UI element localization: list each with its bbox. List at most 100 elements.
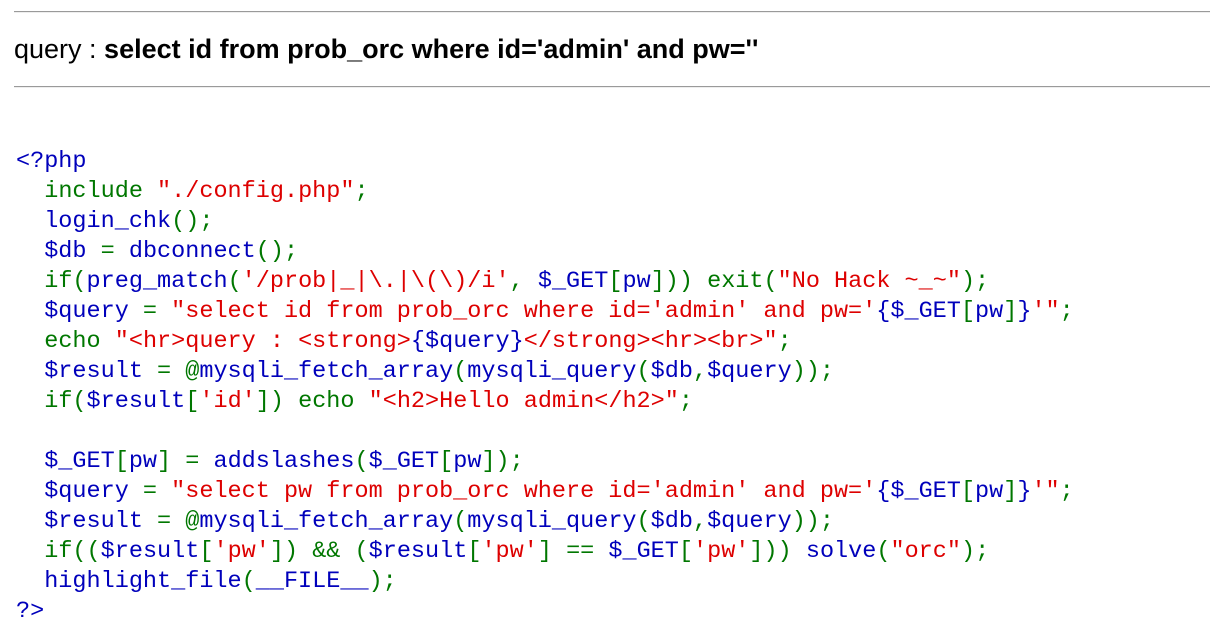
- code-token: );: [368, 568, 397, 595]
- code-token: ,: [692, 508, 708, 535]
- code-token: [16, 268, 44, 295]
- code-token: ])): [749, 538, 806, 565]
- code-token: pw: [975, 478, 1004, 505]
- code-token: <?php: [16, 148, 87, 175]
- code-token: [: [960, 478, 975, 505]
- code-token: $result: [368, 538, 468, 565]
- code-token: pw: [975, 298, 1004, 325]
- code-token: [: [960, 298, 975, 325]
- code-token: login_chk: [16, 208, 172, 235]
- code-token: mysqli_fetch_array: [199, 358, 454, 385]
- code-token: if(: [44, 268, 87, 295]
- code-token: mysqli_fetch_array: [199, 508, 454, 535]
- code-token: "<h2>Hello admin</h2>": [368, 388, 679, 415]
- code-line: if(preg_match('/prob|_|\.|\(\)/i', $_GET…: [16, 267, 1074, 297]
- code-token: ] =: [157, 448, 214, 475]
- code-token: 'pw': [481, 538, 538, 565]
- code-token: [: [439, 448, 454, 475]
- code-line: login_chk();: [16, 207, 1074, 237]
- code-token: ;: [678, 388, 693, 415]
- code-token: "orc": [890, 538, 961, 565]
- code-token: );: [960, 268, 990, 295]
- code-token: =: [142, 478, 172, 505]
- code-token: [: [185, 388, 200, 415]
- code-token: ,: [692, 358, 708, 385]
- code-token: (: [453, 508, 468, 535]
- code-token: $_GET: [16, 448, 115, 475]
- code-line: $result = @mysqli_fetch_array(mysqli_que…: [16, 357, 1074, 387]
- code-token: $db: [650, 358, 693, 385]
- code-token: echo: [44, 328, 115, 355]
- code-token: }: [1017, 298, 1032, 325]
- query-text: select id from prob_orc where id='admin'…: [104, 34, 759, 64]
- query-label: query :: [14, 34, 105, 64]
- code-token: = @: [157, 508, 200, 535]
- code-token: [16, 178, 44, 205]
- code-token: pw: [622, 268, 651, 295]
- php-source-code: <?php include "./config.php"; login_chk(…: [16, 147, 1074, 627]
- code-token: $query: [16, 478, 143, 505]
- code-line: highlight_file(__FILE__);: [16, 567, 1074, 597]
- code-token: ]) echo: [255, 388, 369, 415]
- code-token: $_GET: [608, 538, 679, 565]
- code-token: $query: [707, 358, 792, 385]
- code-token: [: [467, 538, 482, 565]
- code-token: "<hr>query : <strong>: [114, 328, 411, 355]
- code-line: include "./config.php";: [16, 177, 1074, 207]
- code-token: ;: [354, 178, 369, 205]
- code-token: ])) exit(: [650, 268, 778, 295]
- code-token: if((: [44, 538, 101, 565]
- code-line: if(($result['pw']) && ($result['pw'] == …: [16, 537, 1074, 567]
- code-token: $result: [16, 508, 158, 535]
- code-token: "select pw from prob_orc where id='admin…: [171, 478, 877, 505]
- horizontal-rule-top: [14, 11, 1210, 13]
- code-token: $result: [100, 538, 200, 565]
- code-token: ,: [509, 268, 538, 295]
- code-token: ;: [1059, 298, 1074, 325]
- code-token: highlight_file: [16, 568, 242, 595]
- code-token: "select id from prob_orc where id='admin…: [171, 298, 877, 325]
- code-token: mysqli_query: [467, 508, 637, 535]
- code-token: ));: [791, 508, 834, 535]
- code-token: __FILE__: [255, 568, 369, 595]
- code-token: ?>: [16, 598, 45, 625]
- code-token: [16, 388, 44, 415]
- code-token: (: [354, 448, 369, 475]
- code-token: '": [1031, 298, 1060, 325]
- code-token: '/prob|_|\.|\(\)/i': [241, 268, 510, 295]
- code-token: [: [114, 448, 129, 475]
- code-token: $result: [16, 358, 158, 385]
- code-token: '": [1031, 478, 1060, 505]
- code-line: $query = "select id from prob_orc where …: [16, 297, 1074, 327]
- code-token: (: [453, 358, 468, 385]
- code-token: "./config.php": [157, 178, 355, 205]
- code-token: );: [960, 538, 990, 565]
- code-token: pw: [453, 448, 482, 475]
- code-token: mysqli_query: [467, 358, 637, 385]
- code-token: $_GET: [368, 448, 440, 475]
- code-token: [: [199, 538, 214, 565]
- code-token: ]) && (: [269, 538, 369, 565]
- code-token: $result: [86, 388, 186, 415]
- code-token: {$_GET: [876, 298, 961, 325]
- code-token: ] ==: [537, 538, 609, 565]
- code-line: [16, 417, 1074, 447]
- query-display: query : select id from prob_orc where id…: [14, 32, 758, 66]
- code-token: (: [227, 268, 242, 295]
- code-token: </strong><hr><br>": [523, 328, 778, 355]
- code-token: ;: [777, 328, 792, 355]
- code-token: if(: [44, 388, 87, 415]
- code-token: 'pw': [213, 538, 270, 565]
- code-token: pw: [128, 448, 158, 475]
- code-token: preg_match: [86, 268, 228, 295]
- code-line: $result = @mysqli_fetch_array(mysqli_que…: [16, 507, 1074, 537]
- code-token: dbconnect: [128, 238, 256, 265]
- code-token: $db: [650, 508, 693, 535]
- code-token: ]: [1003, 298, 1018, 325]
- horizontal-rule-bottom: [14, 86, 1210, 88]
- code-token: ;: [1059, 478, 1074, 505]
- code-line: $db = dbconnect();: [16, 237, 1074, 267]
- code-line: $_GET[pw] = addslashes($_GET[pw]);: [16, 447, 1074, 477]
- code-line: echo "<hr>query : <strong>{$query}</stro…: [16, 327, 1074, 357]
- code-token: ]: [1003, 478, 1018, 505]
